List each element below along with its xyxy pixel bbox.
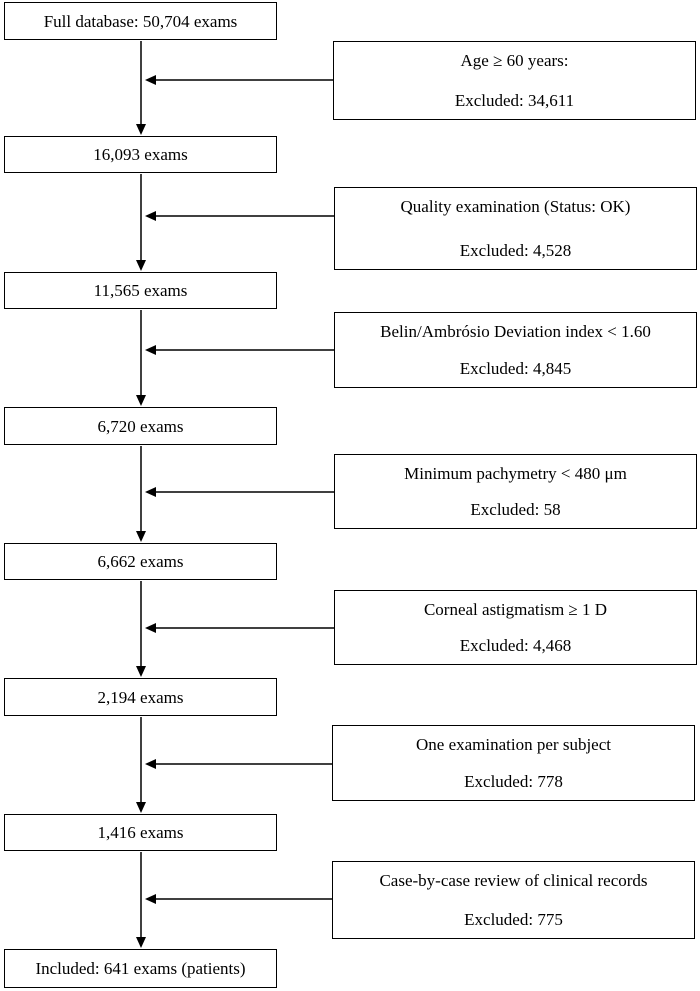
flow-step-after-age: 16,093 exams <box>4 136 277 173</box>
exclusion-arrow-7 <box>145 894 332 904</box>
flow-step-label: 1,416 exams <box>97 823 184 842</box>
exclusion-box-deviation-index: Belin/Ambrósio Deviation index < 1.60 Ex… <box>334 312 697 388</box>
flow-step-label: 2,194 exams <box>97 687 184 707</box>
down-arrow-5 <box>136 581 146 677</box>
flow-step-label: 16,093 exams <box>93 145 188 164</box>
flow-step-after-one-per-subject: 1,416 exams <box>4 814 277 851</box>
down-arrow-3 <box>136 310 146 406</box>
flow-step-after-quality: 11,565 exams <box>4 272 277 309</box>
flow-step-after-pachymetry: 6,662 exams <box>4 543 277 580</box>
flow-step-label: 6,662 exams <box>97 552 184 571</box>
exclusion-arrow-4 <box>145 487 334 497</box>
exclusion-arrow-1 <box>145 75 333 85</box>
exclusion-arrow-2 <box>145 211 334 221</box>
exclusion-arrow-5 <box>145 623 334 633</box>
exclusion-criterion: Minimum pachymetry < 480 μm <box>404 464 627 483</box>
exclusion-box-clinical-review: Case-by-case review of clinical records … <box>332 861 695 939</box>
exclusion-criterion: Age ≥ 60 years: <box>460 51 569 70</box>
down-arrow-6 <box>136 717 146 813</box>
exclusion-count: Excluded: 775 <box>464 910 563 929</box>
exclusion-count: Excluded: 4,528 <box>459 241 572 260</box>
flow-step-included: Included: 641 exams (patients) <box>4 949 277 988</box>
down-arrow-7 <box>136 852 146 948</box>
flow-step-label: 6,720 exams <box>97 416 184 436</box>
flow-step-label: Full database: 50,704 exams <box>43 11 238 31</box>
exclusion-criterion: Belin/Ambrósio Deviation index < 1.60 <box>380 322 651 341</box>
exclusion-box-astigmatism: Corneal astigmatism ≥ 1 D Excluded: 4,46… <box>334 590 697 665</box>
exclusion-count: Excluded: 4,468 <box>459 636 572 655</box>
exclusion-count: Excluded: 4,845 <box>459 359 572 378</box>
flow-step-after-deviation-index: 6,720 exams <box>4 407 277 445</box>
down-arrow-2 <box>136 174 146 271</box>
flow-step-full-database: Full database: 50,704 exams <box>4 2 277 40</box>
exclusion-box-quality: Quality examination (Status: OK) Exclude… <box>334 187 697 270</box>
flow-step-after-astigmatism: 2,194 exams <box>4 678 277 716</box>
exclusion-box-age: Age ≥ 60 years: Excluded: 34,611 <box>333 41 696 120</box>
exclusion-criterion: Corneal astigmatism ≥ 1 D <box>423 600 608 619</box>
exclusion-arrow-6 <box>145 759 332 769</box>
exclusion-count: Excluded: 58 <box>470 500 561 519</box>
down-arrow-1 <box>136 41 146 135</box>
down-arrow-4 <box>136 446 146 542</box>
exclusion-count: Excluded: 34,611 <box>454 91 575 110</box>
flow-step-label: 11,565 exams <box>93 281 188 300</box>
exclusion-criterion: Case-by-case review of clinical records <box>379 871 648 890</box>
exclusion-box-one-per-subject: One examination per subject Excluded: 77… <box>332 725 695 801</box>
exclusion-arrow-3 <box>145 345 334 355</box>
exclusion-box-pachymetry: Minimum pachymetry < 480 μm Excluded: 58 <box>334 454 697 529</box>
flow-step-label: Included: 641 exams (patients) <box>35 959 246 978</box>
exclusion-criterion: One examination per subject <box>416 735 611 754</box>
exclusion-count: Excluded: 778 <box>464 772 563 791</box>
exclusion-criterion: Quality examination (Status: OK) <box>400 197 631 216</box>
